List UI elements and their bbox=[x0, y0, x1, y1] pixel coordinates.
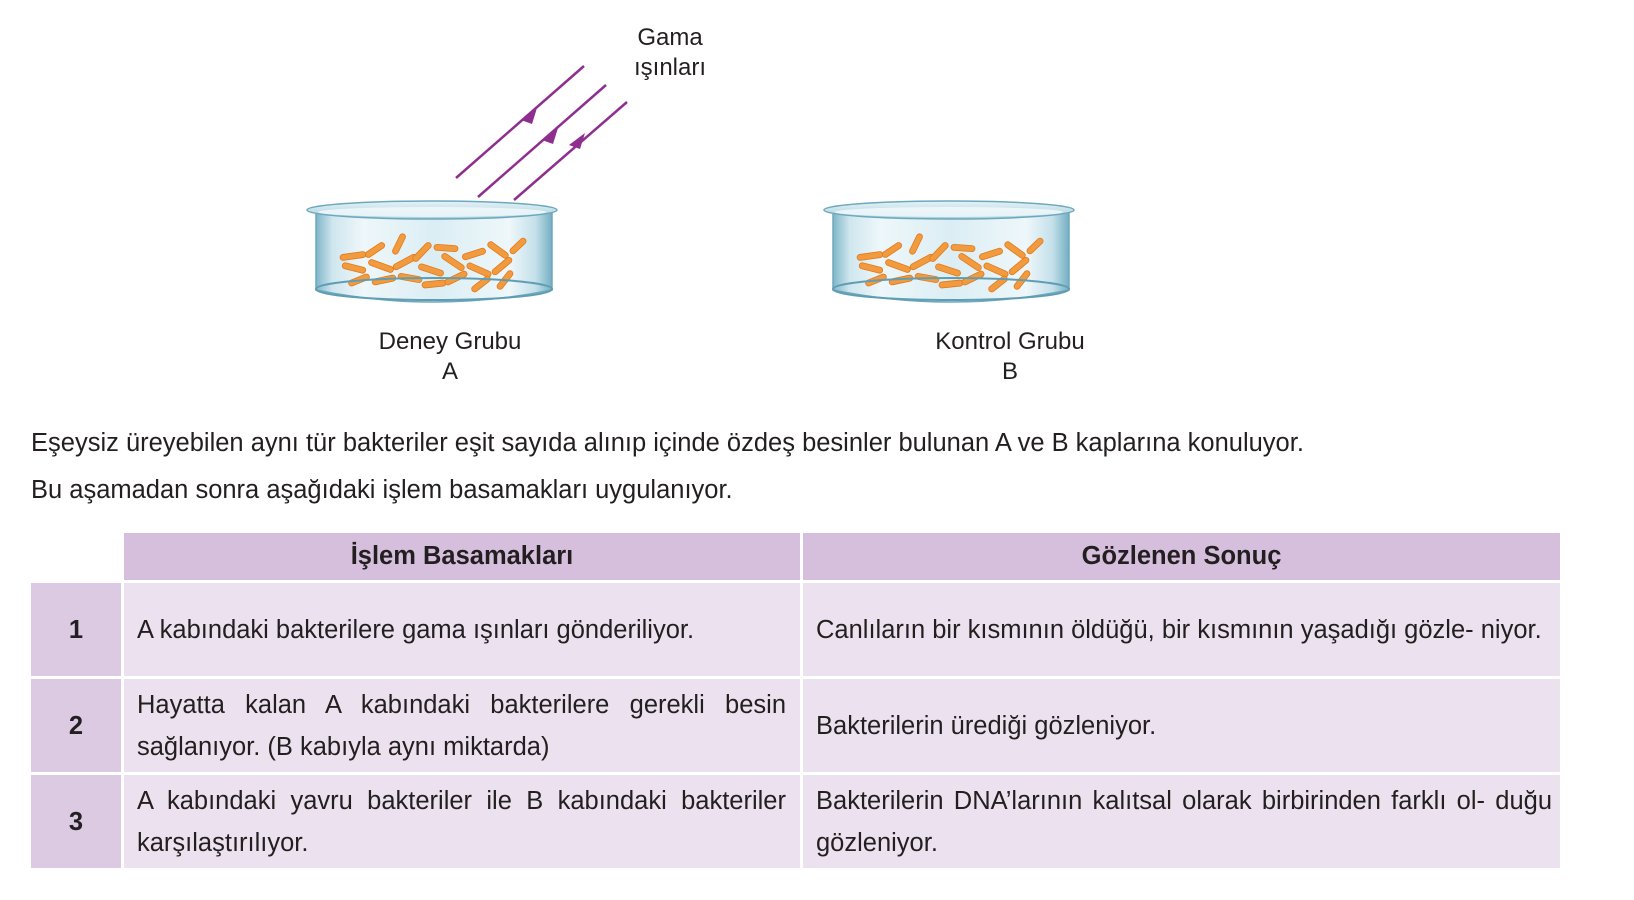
result-cell: Bakterilerin DNA’larının kalıtsal olarak… bbox=[803, 775, 1563, 871]
dish-b-label-line2: B bbox=[1001, 358, 1018, 385]
result-cell: Bakterilerin ürediği gözleniyor. bbox=[803, 679, 1563, 775]
table-header-row: İşlem Basamakları Gözlenen Sonuç bbox=[31, 533, 1563, 583]
step-cell: Hayatta kalan A kabındaki bakterilere ge… bbox=[124, 679, 803, 775]
table-row: 2 Hayatta kalan A kabındaki bakterilere … bbox=[31, 679, 1563, 775]
petri-dish-b bbox=[823, 200, 1075, 303]
experiment-figure bbox=[306, 65, 1075, 303]
row-number: 1 bbox=[31, 583, 124, 679]
dish-b-label-line1: Kontrol Grubu bbox=[935, 328, 1085, 355]
table-row: 1 A kabındaki bakterilere gama ışınları … bbox=[31, 583, 1563, 679]
step-cell: A kabındaki yavru bakteriler ile B kabın… bbox=[124, 775, 803, 871]
table-row: 3 A kabındaki yavru bakteriler ile B kab… bbox=[31, 775, 1563, 871]
gamma-ray-arrows bbox=[455, 65, 628, 201]
dish-b-label: Kontrol Grubu B bbox=[890, 327, 1130, 387]
dish-a-label-line1: Deney Grubu bbox=[378, 328, 522, 355]
intro-paragraph-line1: Eşeysiz üreyebilen aynı tür bakteriler e… bbox=[31, 429, 1304, 457]
row-number: 2 bbox=[31, 679, 124, 775]
gamma-rays-label: Gama ışınları bbox=[600, 23, 740, 83]
row-number: 3 bbox=[31, 775, 124, 871]
dish-a-label: Deney Grubu A bbox=[330, 327, 570, 387]
header-observed-result: Gözlenen Sonuç bbox=[803, 533, 1563, 583]
dish-a-label-line2: A bbox=[441, 358, 458, 385]
gamma-rays-label-line1: Gama bbox=[637, 24, 703, 51]
intro-paragraph-line2: Bu aşamadan sonra aşağıdaki işlem basama… bbox=[31, 476, 733, 504]
process-steps-table: İşlem Basamakları Gözlenen Sonuç 1 A kab… bbox=[31, 533, 1563, 871]
petri-dish-a bbox=[306, 200, 558, 303]
gamma-rays-label-line2: ışınları bbox=[633, 54, 707, 81]
step-cell: A kabındaki bakterilere gama ışınları gö… bbox=[124, 583, 803, 679]
header-blank-cell bbox=[31, 533, 124, 583]
header-process-steps: İşlem Basamakları bbox=[124, 533, 803, 583]
result-cell: Canlıların bir kısmının öldüğü, bir kısm… bbox=[803, 583, 1563, 679]
